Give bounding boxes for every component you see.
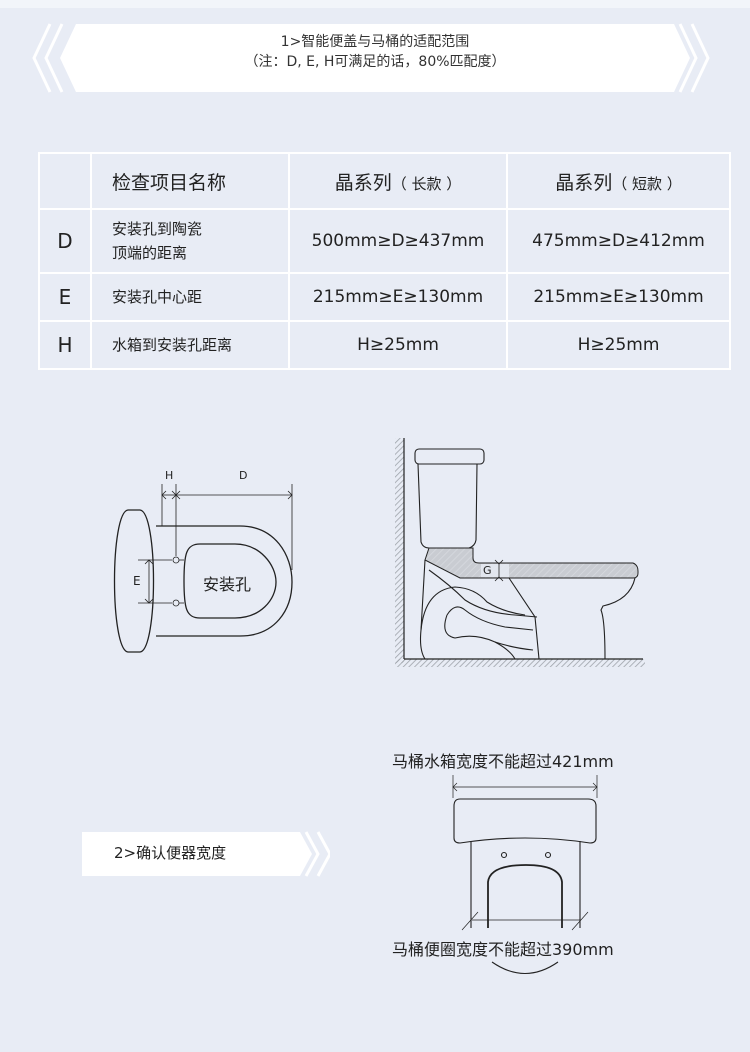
header-blank bbox=[38, 152, 92, 210]
label-install-hole: 安装孔 bbox=[203, 575, 252, 594]
spec-table: 检查项目名称 晶系列（ 长款 ） 晶系列（ 短款 ） D 安装孔到陶瓷顶端的距离… bbox=[38, 152, 731, 370]
section2-title: 2>确认便器宽度 bbox=[114, 844, 227, 862]
row-short-value: 475mm≥D≥412mm bbox=[506, 208, 731, 274]
section1-note: （注：D, E, H可满足的话，80%匹配度） bbox=[244, 54, 506, 70]
seat-width-label: 马桶便圈宽度不能超过390mm bbox=[392, 940, 614, 959]
side-view-diagram: G bbox=[385, 430, 655, 670]
top-view-diagram: H D E 安装孔 bbox=[100, 460, 310, 660]
chevron-right-icon bbox=[690, 23, 710, 93]
section2-banner: 2>确认便器宽度 bbox=[80, 830, 332, 878]
label-g: G bbox=[483, 564, 492, 577]
row-item-line2: 顶端的距离 bbox=[112, 244, 188, 262]
row-long-value: H≥25mm bbox=[288, 320, 508, 370]
label-h: H bbox=[165, 469, 174, 482]
header-short-main: 晶系列 bbox=[555, 171, 613, 194]
header-long: 晶系列（ 长款 ） bbox=[288, 152, 508, 210]
header-long-main: 晶系列 bbox=[334, 171, 392, 194]
row-short-value: 215mm≥E≥130mm bbox=[506, 272, 731, 322]
chevron-left-icon bbox=[44, 23, 64, 93]
chevron-right-icon bbox=[304, 831, 320, 877]
chevron-right-icon bbox=[316, 831, 332, 877]
banner-shape bbox=[32, 23, 710, 93]
toilet-top-view-icon bbox=[113, 484, 293, 653]
top-strip bbox=[0, 0, 750, 8]
table-row: D 安装孔到陶瓷顶端的距离 500mm≥D≥437mm 475mm≥D≥412m… bbox=[38, 208, 731, 274]
header-long-sub: （ 长款 ） bbox=[391, 174, 462, 193]
row-long-value: 215mm≥E≥130mm bbox=[288, 272, 508, 322]
section1-title: 1>智能便盖与马桶的适配范围 bbox=[280, 34, 470, 50]
row-item: 水箱到安装孔距离 bbox=[90, 320, 290, 370]
row-item: 安装孔到陶瓷顶端的距离 bbox=[90, 208, 290, 274]
row-short-value: H≥25mm bbox=[506, 320, 731, 370]
row-item: 安装孔中心距 bbox=[90, 272, 290, 322]
row-letter: E bbox=[38, 272, 92, 322]
row-letter: H bbox=[38, 320, 92, 370]
header-short: 晶系列（ 短款 ） bbox=[506, 152, 731, 210]
label-e: E bbox=[133, 574, 141, 588]
toilet-side-view-icon bbox=[395, 438, 645, 667]
chevron-left-icon bbox=[32, 23, 52, 93]
width-diagram: 马桶水箱宽度不能超过421mm 马桶便圈宽度不能超过39 bbox=[380, 740, 650, 980]
header-item-name: 检查项目名称 bbox=[90, 152, 290, 210]
chevron-right-icon bbox=[678, 23, 698, 93]
row-item-line1: 安装孔到陶瓷 bbox=[112, 220, 203, 238]
label-d: D bbox=[239, 469, 248, 482]
table-header-row: 检查项目名称 晶系列（ 长款 ） 晶系列（ 短款 ） bbox=[38, 152, 731, 210]
tank-width-label: 马桶水箱宽度不能超过421mm bbox=[392, 752, 614, 771]
table-row: E 安装孔中心距 215mm≥E≥130mm 215mm≥E≥130mm bbox=[38, 272, 731, 322]
row-letter: D bbox=[38, 208, 92, 274]
section1-banner: 1>智能便盖与马桶的适配范围 （注：D, E, H可满足的话，80%匹配度） bbox=[30, 20, 720, 96]
toilet-front-view-icon bbox=[452, 775, 598, 974]
header-short-sub: （ 短款 ） bbox=[612, 174, 682, 193]
table-row: H 水箱到安装孔距离 H≥25mm H≥25mm bbox=[38, 320, 731, 370]
row-long-value: 500mm≥D≥437mm bbox=[288, 208, 508, 274]
